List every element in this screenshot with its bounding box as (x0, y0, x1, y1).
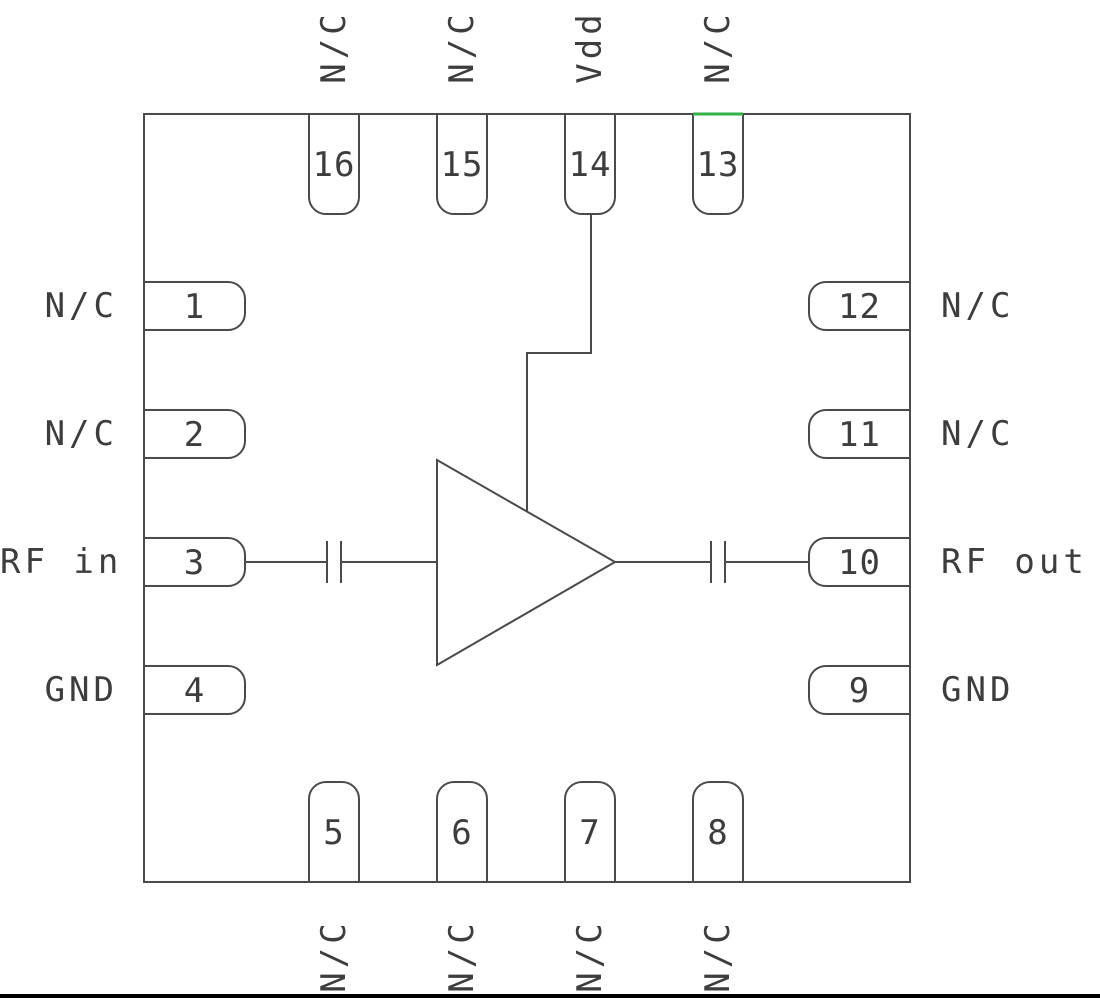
pin-2-number: 2 (183, 415, 206, 455)
pin-pad-14: 14 (564, 113, 616, 215)
bottom-rule (0, 994, 1100, 998)
pin-15-number: 15 (440, 145, 484, 185)
pin-7-number: 7 (579, 813, 601, 853)
pin-14-number: 14 (568, 145, 612, 185)
pin-12-number: 12 (838, 287, 881, 327)
pin-2-label: N/C (44, 414, 118, 454)
pin-pad-3: 3 (143, 537, 246, 587)
pin-pad-8: 8 (692, 781, 744, 883)
pin-3-number: 3 (183, 543, 206, 583)
pin-3-label: RF in (0, 542, 123, 582)
pin-16-number: 16 (312, 145, 356, 185)
pin-15-label: N/C (442, 10, 482, 84)
pin-4-number: 4 (183, 671, 206, 711)
pin-13-number: 13 (696, 145, 740, 185)
pin-6-number: 6 (451, 813, 473, 853)
pin-9-label: GND (941, 670, 1015, 710)
pin-pad-15: 15 (436, 113, 488, 215)
pin-1-number: 1 (183, 287, 206, 327)
pin-11-label: N/C (941, 414, 1015, 454)
pin-11-number: 11 (838, 415, 881, 455)
pin-pad-16: 16 (308, 113, 360, 215)
pin-1-label: N/C (44, 286, 118, 326)
pin-pad-2: 2 (143, 409, 246, 459)
pin-7-label: N/C (570, 919, 610, 993)
pin-pad-7: 7 (564, 781, 616, 883)
pin-5-label: N/C (314, 919, 354, 993)
pin-10-number: 10 (838, 543, 881, 583)
output-capacitor-symbol (710, 541, 726, 583)
pin-13-label: N/C (698, 10, 738, 84)
pin-6-label: N/C (442, 919, 482, 993)
pin-pad-5: 5 (308, 781, 360, 883)
pin-12-label: N/C (941, 286, 1015, 326)
pin-8-number: 8 (707, 813, 729, 853)
pin-14-label: Vdd (570, 10, 610, 84)
pin-5-number: 5 (323, 813, 345, 853)
pin-9-number: 9 (848, 671, 871, 711)
pin-8-label: N/C (698, 919, 738, 993)
pin-pad-1: 1 (143, 281, 246, 331)
pin-pad-12: 12 (808, 281, 911, 331)
pin-10-label: RF out (941, 542, 1088, 582)
input-capacitor-symbol (326, 541, 342, 583)
pin-pad-6: 6 (436, 781, 488, 883)
pin-16-label: N/C (314, 10, 354, 84)
pin-pad-10: 10 (808, 537, 911, 587)
vdd-trace (526, 215, 592, 512)
pin-pad-13: 13 (692, 113, 744, 215)
pin-pad-9: 9 (808, 665, 911, 715)
pin-pad-4: 4 (143, 665, 246, 715)
pin-4-label: GND (44, 670, 118, 710)
pin-pad-11: 11 (808, 409, 911, 459)
ic-package-outline (143, 113, 911, 883)
